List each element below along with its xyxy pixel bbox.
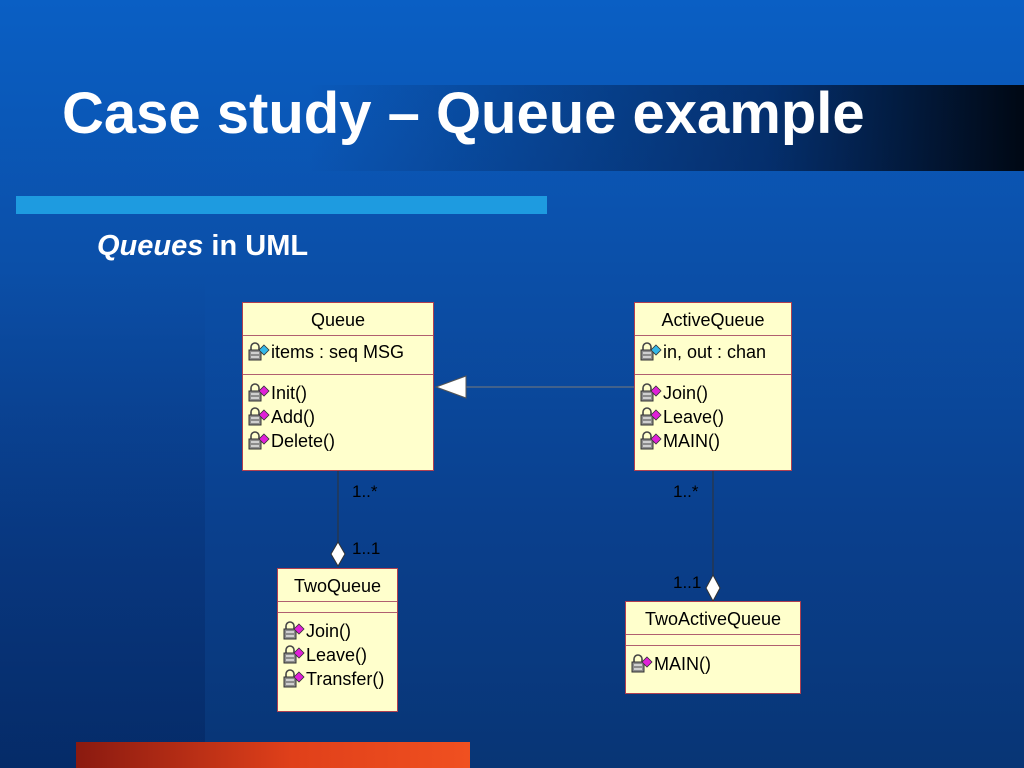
operation-label: Delete() (271, 431, 336, 451)
multiplicity-queue-bottom: 1..1 (352, 539, 381, 558)
operation-compartment: MAIN() (626, 646, 800, 682)
class-active-queue[interactable]: ActiveQueue in, out : chan Join() Leave(… (634, 302, 792, 471)
class-name: Queue (243, 303, 433, 336)
private-operation-icon (247, 431, 271, 451)
operation-label: MAIN() (654, 654, 711, 674)
private-operation-icon (247, 383, 271, 403)
operation-item: Delete() (247, 429, 429, 453)
attribute-label: in, out : chan (663, 342, 767, 362)
title-underline (16, 196, 547, 214)
private-operation-icon (630, 654, 654, 674)
operation-item: MAIN() (630, 652, 796, 676)
operation-item: Join() (639, 381, 787, 405)
attribute-compartment (626, 635, 800, 646)
class-two-queue[interactable]: TwoQueue Join() Leave() Transfer() (277, 568, 398, 712)
attribute-item: items : seq MSG (247, 340, 429, 364)
operation-label: Join() (663, 383, 709, 403)
operation-label: Init() (271, 383, 307, 403)
aggregation-diamond-active (705, 573, 721, 603)
footer-bar (76, 742, 470, 768)
generalization-arrowhead (434, 375, 467, 399)
attribute-compartment: items : seq MSG (243, 336, 433, 375)
operation-item: Add() (247, 405, 429, 429)
slide-subtitle: Queues in UML (97, 230, 308, 263)
private-operation-icon (247, 407, 271, 427)
subtitle-rest: in UML (203, 230, 309, 262)
private-operation-icon (639, 431, 663, 451)
operation-item: Init() (247, 381, 429, 405)
private-attribute-icon (639, 342, 663, 362)
private-operation-icon (282, 621, 306, 641)
operation-label: MAIN() (663, 431, 720, 451)
private-operation-icon (639, 407, 663, 427)
class-name: TwoActiveQueue (626, 602, 800, 635)
operation-item: Join() (282, 619, 393, 643)
private-attribute-icon (247, 342, 271, 362)
class-queue[interactable]: Queue items : seq MSG Init() Add() Delet… (242, 302, 434, 471)
slide-title: Case study – Queue example (62, 81, 865, 146)
class-two-active-queue[interactable]: TwoActiveQueue MAIN() (625, 601, 801, 694)
attribute-item: in, out : chan (639, 340, 787, 364)
operation-compartment: Join() Leave() MAIN() (635, 375, 791, 459)
operation-item: Leave() (639, 405, 787, 429)
operation-label: Leave() (663, 407, 725, 427)
attribute-compartment: in, out : chan (635, 336, 791, 375)
private-operation-icon (282, 645, 306, 665)
multiplicity-active-top: 1..* (673, 482, 699, 501)
multiplicity-queue-top: 1..* (352, 482, 378, 501)
operation-item: Transfer() (282, 667, 393, 691)
operation-compartment: Join() Leave() Transfer() (278, 613, 397, 697)
operation-label: Join() (306, 621, 352, 641)
class-name: TwoQueue (278, 569, 397, 602)
multiplicity-active-bottom: 1..1 (673, 573, 702, 592)
attribute-compartment (278, 602, 397, 613)
operation-label: Transfer() (306, 669, 385, 689)
private-operation-icon (282, 669, 306, 689)
operation-item: Leave() (282, 643, 393, 667)
subtitle-italic: Queues (97, 230, 204, 262)
operation-label: Leave() (306, 645, 368, 665)
class-name: ActiveQueue (635, 303, 791, 336)
attribute-label: items : seq MSG (271, 342, 405, 362)
background-shade (0, 270, 205, 768)
aggregation-diamond-queue (330, 541, 346, 567)
private-operation-icon (639, 383, 663, 403)
operation-compartment: Init() Add() Delete() (243, 375, 433, 459)
operation-label: Add() (271, 407, 316, 427)
title-band (0, 85, 1024, 171)
operation-item: MAIN() (639, 429, 787, 453)
